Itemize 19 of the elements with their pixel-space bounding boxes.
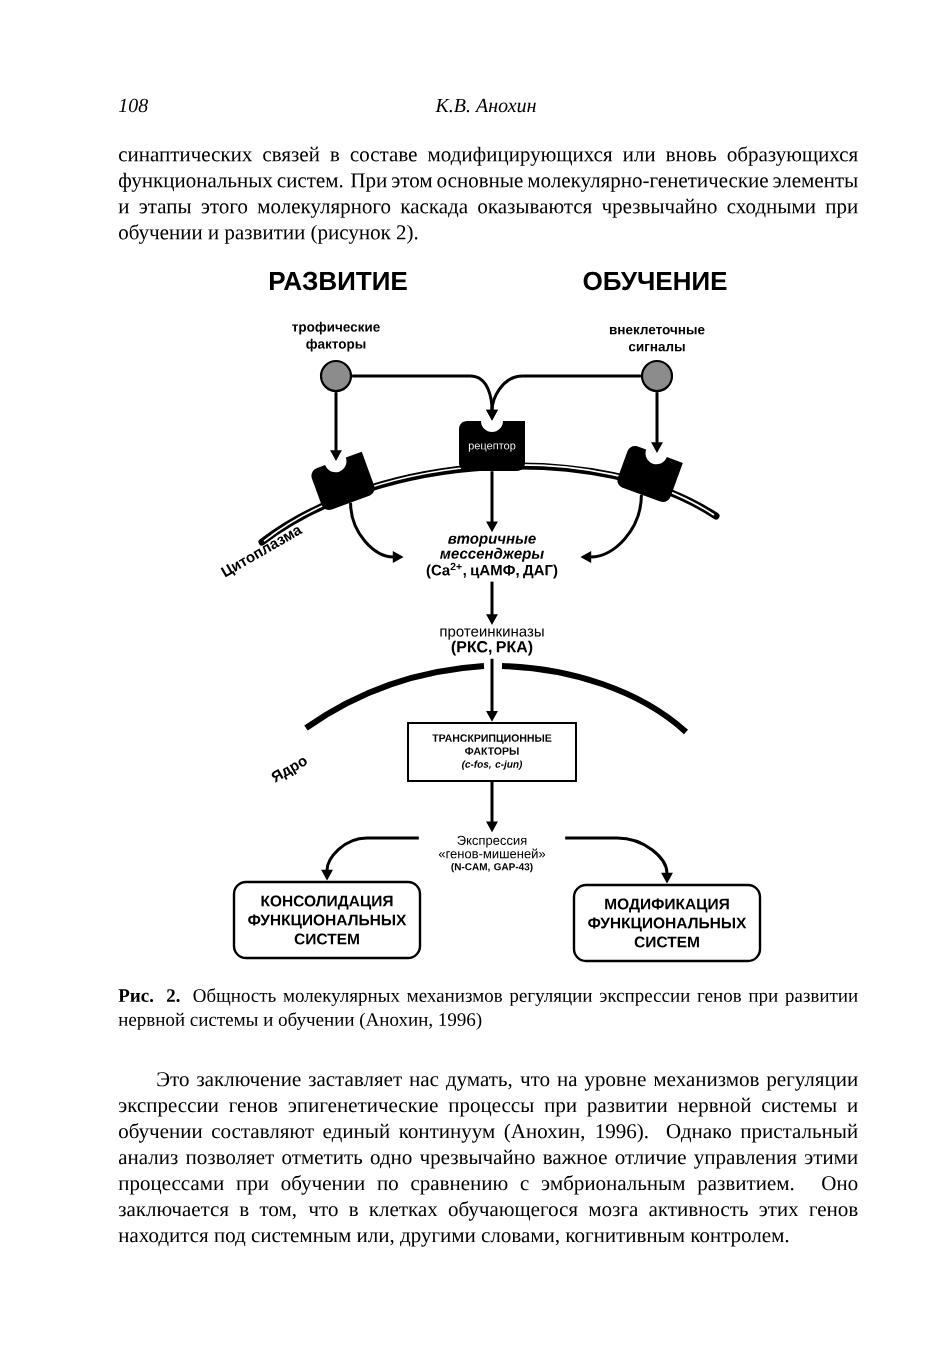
paragraph: синаптических связей в составе модифицирующихся или вновь образующихся функциональных систем. При этом основные молекулярно-генетические элементы и этапы этого молекулярного каскада оказываются чрезвычайно сходными при обучении и развитии (рисунок 2). (118, 146, 858, 244)
receptor-drawing (617, 446, 683, 502)
receptor-drawing (311, 451, 375, 510)
region-label: Ядро (271, 758, 307, 783)
receptor-drawing: рецептор (459, 421, 525, 471)
paragraph: Это заключение заставляет нас думать, что на уровне механизмов регуляции экспрессии генов эпигенетические процессы при развитии нервной системы и обучении составляют единый континуум (Анохин, 1996). Однако пристальный анализ позволяет отметить одно чрезвычайно важное отличие управления этими процессами при обучении по сравнению с эмбриональным развитием. Оно заключается в том, что в клетках обучающегося мозга активность этих генов находится под системным или, другими словами, когнитивным контролем. (118, 1072, 858, 1247)
step-label: вторичные мессенджеры (Ca$^{2+}$, цАМФ, ДАГ) (426, 535, 558, 579)
node-label: внеклеточные сигналы (609, 327, 705, 352)
process-box: ТРАНСКРИПЦИОННЫЕ ФАКТОРЫ (c-fos, c-jun) (407, 722, 577, 782)
step-label: Экспрессия «генов-мишеней» (N-CAM, GAP-43) (438, 835, 546, 873)
process-box: КОНСОЛИДАЦИЯ ФУНКЦИОНАЛЬНЫХ СИСТЕМ (232, 880, 422, 960)
column-heading: РАЗВИТИЕ (270, 271, 407, 291)
process-box: МОДИФИКАЦИЯ ФУНКЦИОНАЛЬНЫХ СИСТЕМ (572, 883, 762, 963)
column-heading: ОБУЧЕНИЕ (583, 271, 727, 291)
running-head: К.В. Анохин (435, 98, 536, 113)
figure-caption: Рис. 2. Общность молекулярных механизмов регуляции экспрессии генов при развитии нервной системы и обучении (Анохин, 1996) (118, 988, 858, 1030)
node-label: трофические факторы (292, 321, 380, 352)
step-label: протеинкиназы (РКС, РКА) (440, 628, 544, 656)
page-number: 108 (118, 98, 148, 113)
